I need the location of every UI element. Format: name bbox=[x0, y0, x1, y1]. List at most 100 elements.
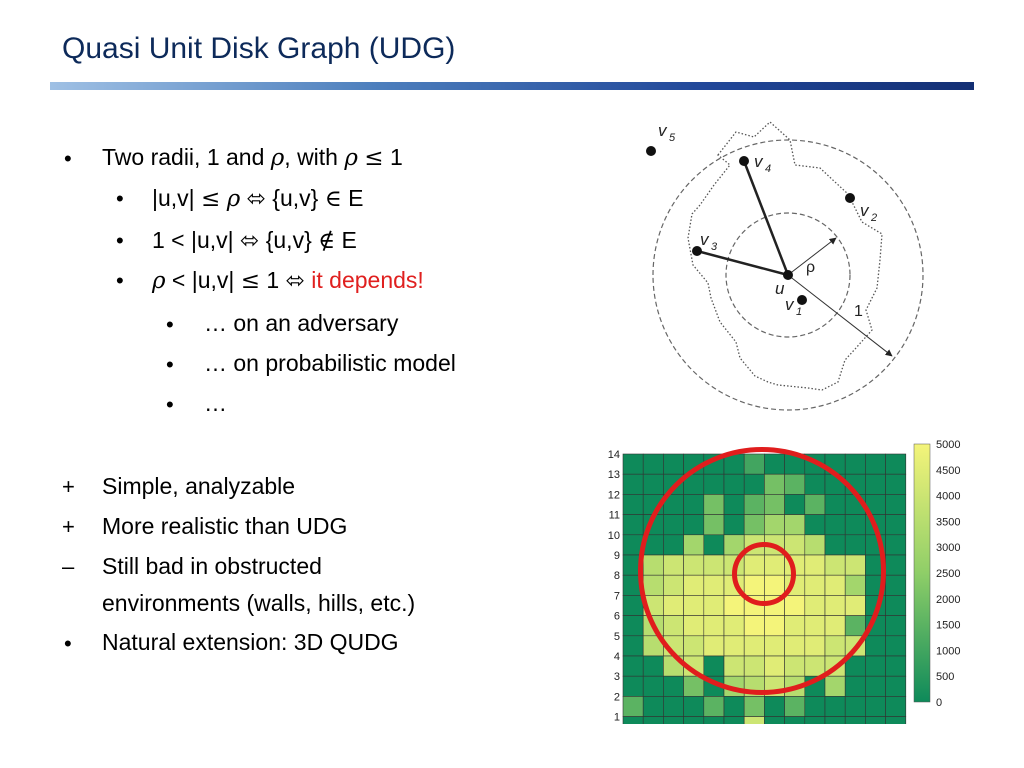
colorbar-tick-label: 4000 bbox=[936, 491, 960, 503]
text: 1 bbox=[383, 144, 403, 170]
label-v2: v bbox=[860, 201, 870, 220]
heatmap-cell bbox=[622, 696, 644, 717]
heatmap-cell bbox=[663, 716, 684, 724]
rho-symbol: ρ bbox=[152, 268, 166, 294]
heatmap-cell bbox=[885, 574, 907, 596]
heatmap-cell bbox=[723, 696, 745, 717]
colorbar-tick-label: 2000 bbox=[936, 594, 960, 606]
heatmap-cell bbox=[622, 655, 644, 677]
heatmap-cell bbox=[885, 696, 907, 717]
bullet-marker: • bbox=[116, 186, 124, 211]
heatmap-cell bbox=[764, 696, 785, 717]
qudg-diagram: u v 1 v 2 v 3 v 4 v 5 ρ 1 bbox=[646, 121, 924, 411]
label-v1-sub: 1 bbox=[796, 306, 802, 318]
heatmap-cell bbox=[703, 696, 725, 717]
outer-radius-circle bbox=[652, 139, 924, 411]
colorbar-tick-label: 0 bbox=[936, 697, 942, 709]
heatmap-cell bbox=[885, 554, 907, 576]
text: 1 bbox=[260, 267, 286, 293]
colorbar bbox=[913, 443, 931, 703]
heatmap-cell bbox=[844, 716, 866, 724]
text: Two radii, 1 and bbox=[102, 144, 271, 170]
y-tick-label: 5 bbox=[614, 631, 620, 643]
node-u bbox=[783, 270, 793, 280]
plus-marker: + bbox=[62, 474, 75, 499]
con-obstructed-cont: environments (walls, hills, etc.) bbox=[102, 590, 416, 616]
label-u: u bbox=[775, 279, 785, 298]
heatmap-cell bbox=[642, 696, 664, 717]
leq-symbol: ≤ bbox=[364, 145, 384, 171]
y-tick-label: 8 bbox=[614, 570, 620, 582]
y-tick-label: 6 bbox=[614, 611, 620, 623]
outer-red-circle bbox=[638, 447, 886, 695]
label-v2-sub: 2 bbox=[870, 212, 877, 224]
label-v3: v bbox=[700, 230, 710, 249]
y-tick-label: 9 bbox=[614, 550, 620, 562]
notin-symbol: ∉ bbox=[318, 228, 336, 254]
heatmap-cell bbox=[885, 675, 907, 697]
edge-u-v3 bbox=[696, 249, 789, 277]
y-tick-label: 13 bbox=[608, 469, 620, 481]
heatmap-cell bbox=[865, 453, 886, 475]
iff-icon: ⬄ bbox=[285, 267, 305, 293]
label-v5-sub: 5 bbox=[669, 132, 676, 144]
heatmap-cell bbox=[642, 655, 664, 677]
heatmap-cell bbox=[885, 716, 907, 724]
text: E bbox=[341, 185, 364, 211]
heatmap-cell bbox=[865, 473, 886, 495]
bullet-marker: • bbox=[166, 352, 174, 377]
heatmap-cell bbox=[622, 473, 644, 495]
y-tick-label: 12 bbox=[608, 489, 620, 501]
heatmap-cell bbox=[865, 696, 886, 717]
heatmap-cell bbox=[743, 696, 765, 717]
minus-marker: – bbox=[62, 554, 75, 579]
heatmap-cell bbox=[804, 716, 826, 724]
bullet-beyond-one: 1 < |u,v| ⬄ {u,v} ∉ E bbox=[152, 226, 357, 255]
colorbar-tick-label: 500 bbox=[936, 671, 954, 683]
label-v1: v bbox=[785, 295, 795, 314]
heatmap-cell bbox=[885, 635, 907, 657]
y-tick-label: 3 bbox=[614, 671, 620, 683]
heatmap-cell bbox=[663, 696, 684, 717]
rho-arrow bbox=[787, 237, 837, 276]
bullet-adversary: … on an adversary bbox=[204, 310, 399, 336]
y-tick-label: 10 bbox=[608, 530, 620, 542]
heatmap-cell bbox=[784, 716, 806, 724]
iff-icon: ⬄ bbox=[246, 185, 266, 211]
heatmap-cell bbox=[885, 514, 907, 536]
bullet-probabilistic: … on probabilistic model bbox=[204, 350, 456, 376]
heatmap-cell bbox=[622, 675, 644, 697]
node-v5 bbox=[646, 146, 656, 156]
title-rule bbox=[50, 82, 974, 90]
heatmap-cell bbox=[743, 716, 765, 724]
bullet-within-rho: |u,v| ≤ ρ ⬄ {u,v} ∈ E bbox=[152, 184, 364, 213]
heatmap-cell bbox=[865, 635, 886, 657]
bullet-3d-qudg: Natural extension: 3D QUDG bbox=[102, 629, 399, 655]
text: , with bbox=[284, 144, 345, 170]
heatmap-cell bbox=[622, 635, 644, 657]
inner-red-circle bbox=[732, 542, 796, 606]
rho-symbol: ρ bbox=[270, 145, 285, 171]
bullet-ellipsis: … bbox=[204, 390, 227, 416]
heatmap-cell bbox=[885, 494, 907, 515]
heatmap-cell bbox=[622, 716, 644, 724]
leq-symbol: ≤ bbox=[201, 186, 221, 212]
bullet-marker: • bbox=[116, 228, 124, 253]
heatmap-cell bbox=[824, 675, 846, 697]
y-tick-label: 4 bbox=[614, 651, 620, 663]
y-tick-label: 11 bbox=[609, 510, 620, 522]
heatmap-cell bbox=[885, 453, 907, 475]
node-v4 bbox=[739, 156, 749, 166]
colorbar-tick-label: 1500 bbox=[936, 620, 960, 632]
text: {u,v} bbox=[265, 185, 325, 211]
pro-realistic: More realistic than UDG bbox=[102, 513, 348, 539]
colorbar-tick-label: 3000 bbox=[936, 542, 960, 554]
heatmap-cell bbox=[764, 716, 785, 724]
colorbar-tick-label: 3500 bbox=[936, 516, 960, 528]
heatmap-cell bbox=[844, 453, 866, 475]
heatmap-cell bbox=[865, 675, 886, 697]
iff-icon: ⬄ bbox=[240, 227, 260, 253]
heatmap-cell bbox=[622, 453, 644, 475]
heatmap-cell bbox=[885, 595, 907, 616]
heatmap-cell bbox=[844, 675, 866, 697]
